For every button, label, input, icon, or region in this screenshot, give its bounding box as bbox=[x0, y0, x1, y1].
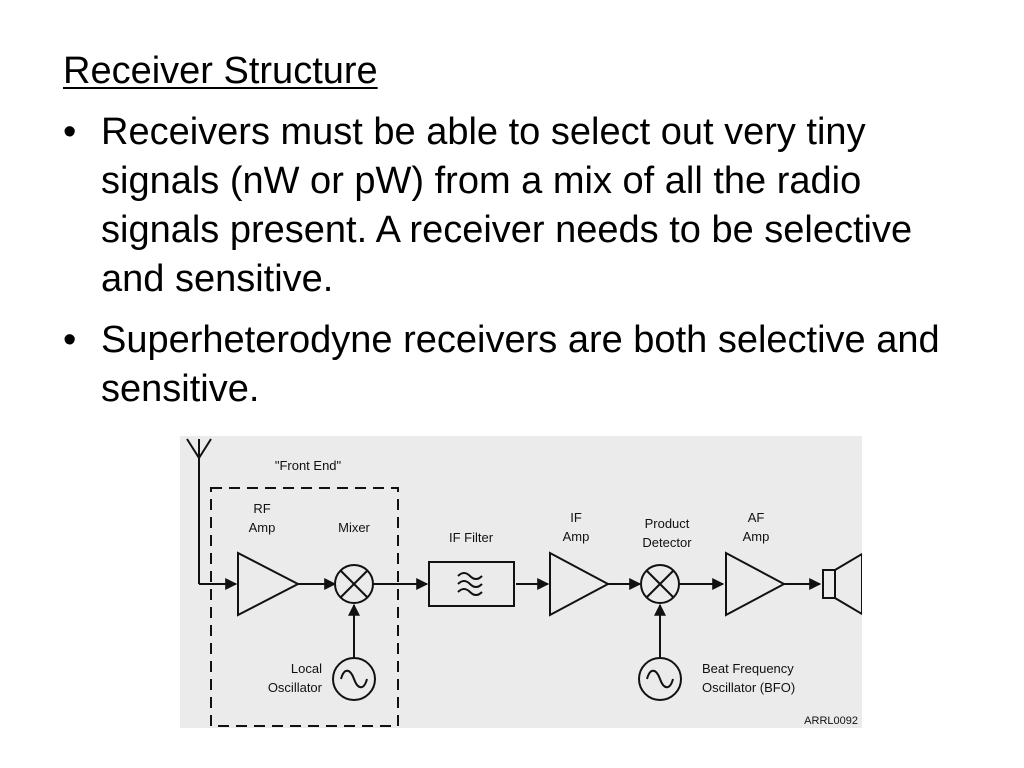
bullet-symbol: • bbox=[63, 111, 77, 153]
rf-amp-label-1: RF bbox=[253, 501, 270, 516]
af-amp-triangle bbox=[725, 551, 787, 617]
bullet-text: Receivers must be able to select out ver… bbox=[101, 111, 913, 300]
bullet-text: Superheterodyne receivers are both selec… bbox=[101, 319, 940, 410]
product-detector-icon bbox=[640, 564, 680, 604]
if-amp-triangle bbox=[549, 551, 611, 617]
superheterodyne-block-diagram: "Front End" RF Amp Mixer Local Oscillato… bbox=[180, 436, 862, 728]
bfo-icon bbox=[638, 657, 682, 701]
front-end-box bbox=[210, 487, 399, 727]
bfo-label-2: Oscillator (BFO) bbox=[702, 680, 795, 695]
bullet-item: • Superheterodyne receivers are both sel… bbox=[63, 316, 963, 414]
bullet-item: • Receivers must be able to select out v… bbox=[63, 108, 963, 304]
if-filter-icon bbox=[428, 561, 515, 607]
if-filter-label: IF Filter bbox=[449, 530, 494, 545]
front-end-label: "Front End" bbox=[275, 458, 342, 473]
bullet-symbol: • bbox=[63, 319, 77, 361]
local-oscillator-label-1: Local bbox=[291, 661, 322, 676]
local-oscillator-icon bbox=[332, 657, 376, 701]
figure-id: ARRL0092 bbox=[804, 715, 858, 727]
mixer-label: Mixer bbox=[338, 520, 370, 535]
product-detector-label-2: Detector bbox=[642, 535, 692, 550]
if-amp-label-2: Amp bbox=[563, 529, 590, 544]
antenna-icon bbox=[186, 438, 212, 584]
product-detector-label-1: Product bbox=[645, 516, 690, 531]
speaker-icon bbox=[822, 552, 862, 616]
if-amp-label-1: IF bbox=[570, 510, 582, 525]
af-amp-label-2: Amp bbox=[743, 529, 770, 544]
bfo-label-1: Beat Frequency bbox=[702, 661, 794, 676]
rf-amp-label-2: Amp bbox=[249, 520, 276, 535]
rf-amp-triangle bbox=[237, 551, 301, 617]
af-amp-label-1: AF bbox=[748, 510, 765, 525]
mixer-icon bbox=[334, 564, 374, 604]
slide-title: Receiver Structure bbox=[63, 50, 378, 92]
local-oscillator-label-2: Oscillator bbox=[268, 680, 323, 695]
